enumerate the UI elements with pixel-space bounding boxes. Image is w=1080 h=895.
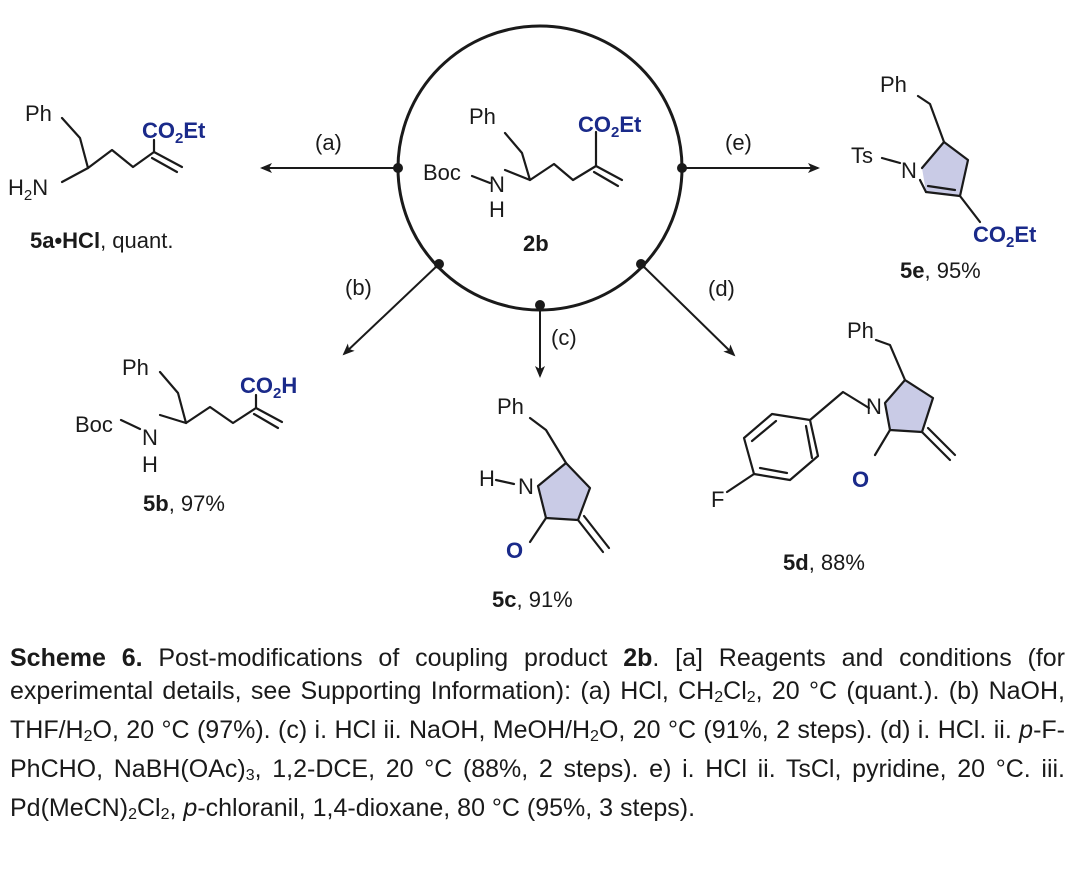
- compound-5e-label: 5e, 95%: [900, 258, 981, 283]
- svg-text:CO2Et: CO2Et: [973, 222, 1037, 251]
- compound-5a: Ph H2N CO2Et 5a•HCl, quant.: [8, 101, 206, 253]
- arrow-c: [535, 300, 545, 378]
- svg-text:Ts: Ts: [851, 143, 873, 168]
- svg-text:Ph: Ph: [469, 104, 496, 129]
- svg-text:N: N: [866, 394, 882, 419]
- reaction-scheme: (a) (e) (b) (c) (d) Ph Boc N H CO2Et 2b …: [8, 24, 1037, 612]
- compound-2b: Ph Boc N H CO2Et 2b: [423, 104, 642, 256]
- svg-text:Ph: Ph: [122, 355, 149, 380]
- svg-text:CO2Et: CO2Et: [578, 112, 642, 141]
- svg-text:F: F: [711, 487, 724, 512]
- svg-text:CO2Et: CO2Et: [142, 118, 206, 147]
- compound-5c-label: 5c, 91%: [492, 587, 573, 612]
- arrow-d: [636, 259, 736, 357]
- condition-a-label: (a): [315, 130, 342, 155]
- svg-text:N: N: [901, 158, 917, 183]
- compound-5b-label: 5b, 97%: [143, 491, 225, 516]
- svg-text:N: N: [142, 425, 158, 450]
- arrow-a: [260, 163, 403, 173]
- compound-2b-label: 2b: [523, 231, 549, 256]
- compound-5d-label: 5d, 88%: [783, 550, 865, 575]
- caption-title: Scheme 6.: [10, 644, 143, 672]
- svg-text:N: N: [518, 474, 534, 499]
- svg-text:H: H: [479, 466, 495, 491]
- condition-c-label: (c): [551, 325, 577, 350]
- scheme-caption: Scheme 6. Post-modifications of coupling…: [10, 644, 1066, 823]
- arrow-b: [342, 259, 444, 356]
- compound-5c: Ph H N O 5c, 91%: [479, 394, 611, 612]
- condition-d-label: (d): [708, 276, 735, 301]
- arrow-e: [677, 163, 820, 173]
- svg-text:Boc: Boc: [75, 412, 113, 437]
- svg-text:N: N: [489, 172, 505, 197]
- svg-text:H: H: [142, 452, 158, 477]
- svg-text:CO2H: CO2H: [240, 373, 297, 402]
- condition-b-label: (b): [345, 275, 372, 300]
- compound-5d: Ph N O F 5d, 88%: [711, 318, 957, 575]
- svg-text:O: O: [506, 538, 523, 563]
- svg-text:Boc: Boc: [423, 160, 461, 185]
- svg-text:O: O: [852, 467, 869, 492]
- condition-e-label: (e): [725, 130, 752, 155]
- svg-text:H2N: H2N: [8, 175, 48, 204]
- svg-text:Ph: Ph: [847, 318, 874, 343]
- svg-text:Ph: Ph: [497, 394, 524, 419]
- svg-text:Ph: Ph: [880, 72, 907, 97]
- compound-5e: Ph Ts N CO2Et 5e, 95%: [851, 72, 1037, 283]
- svg-text:Ph: Ph: [25, 101, 52, 126]
- compound-5a-label: 5a•HCl, quant.: [30, 228, 173, 253]
- compound-5b: Ph Boc N H CO2H 5b, 97%: [75, 355, 297, 516]
- svg-text:H: H: [489, 197, 505, 222]
